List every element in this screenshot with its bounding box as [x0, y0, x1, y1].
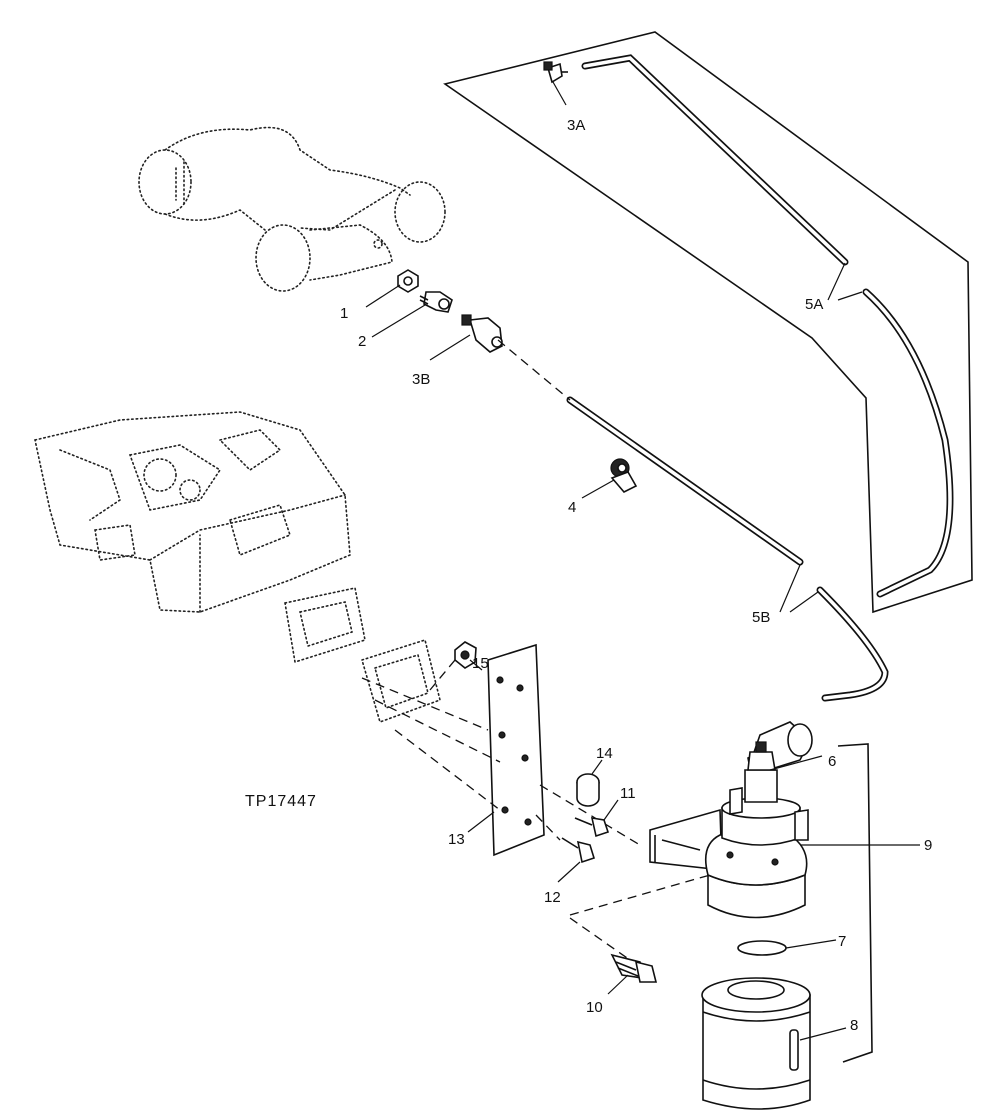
part-4-clamp	[610, 458, 638, 493]
inset-panel-outline	[443, 31, 973, 614]
callout-9: 9	[924, 837, 932, 854]
part-2-connector	[419, 291, 453, 313]
callout-5b: 5B	[752, 609, 770, 626]
part-1-nut	[397, 269, 419, 293]
bracket-6-to-8	[837, 743, 873, 1063]
callout-10: 10	[586, 999, 603, 1016]
part-3a-fitting	[543, 61, 568, 84]
part-9-filter-head	[649, 741, 809, 919]
fuel-line-5a-lower	[862, 288, 954, 598]
leader-lines	[365, 81, 920, 1041]
callout-2: 2	[358, 333, 366, 350]
figure-code: TP17447	[245, 793, 317, 810]
part-7-o-ring	[737, 940, 787, 956]
callout-4: 4	[568, 499, 576, 516]
part-3b-elbow-fitting	[461, 314, 503, 353]
callout-12: 12	[544, 889, 561, 906]
part-12-cap-screw	[561, 837, 595, 864]
callout-14: 14	[596, 745, 613, 762]
callout-8: 8	[850, 1017, 858, 1034]
fuel-line-5b-upper	[566, 396, 804, 566]
callout-6: 6	[828, 753, 836, 770]
part-14-spacer	[576, 773, 600, 807]
part-11-cap-screw	[574, 817, 610, 838]
callout-3b: 3B	[412, 371, 430, 388]
part-8-filter-element	[701, 977, 811, 1110]
part-15-nut	[454, 641, 477, 669]
callout-7: 7	[838, 933, 846, 950]
engine-block-reference	[34, 411, 441, 724]
part-10-drain-plug	[610, 953, 658, 983]
intake-manifold-reference	[138, 126, 446, 292]
callout-1: 1	[340, 305, 348, 322]
fuel-line-5a-upper	[581, 54, 849, 266]
callout-15: 15	[472, 655, 489, 672]
part-13-mounting-plate	[487, 643, 545, 857]
fuel-line-5b-lower	[816, 586, 889, 702]
callout-5a: 5A	[805, 296, 823, 313]
callout-labels: 1 2 3A 3B 4 5A 5B 6 7 8 9 10 11 12 13 14…	[340, 117, 932, 1034]
alignment-lines	[361, 339, 711, 961]
callout-13: 13	[448, 831, 465, 848]
callout-3a: 3A	[567, 117, 585, 134]
callout-11: 11	[620, 785, 636, 802]
